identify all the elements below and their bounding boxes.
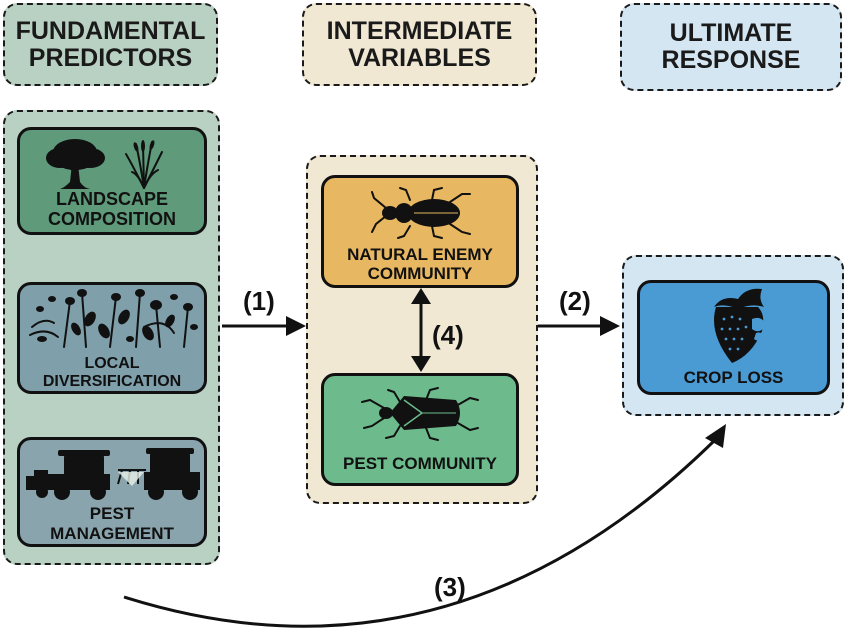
harvester-icon [26,450,110,500]
arrow-4-bidirectional [411,288,431,372]
pest-management-box: PEST MANAGEMENT [17,437,207,547]
header-ultimate-text: ULTIMATE RESPONSE [661,19,801,74]
ground-beetle-icon [371,187,471,239]
crop-loss-box: CROP LOSS [637,280,830,395]
header-intermediate-text: INTERMEDIATE VARIABLES [326,16,513,72]
arrow-1 [222,316,306,336]
landscape-composition-box: LANDSCAPE COMPOSITION [17,127,207,235]
header-ultimate-response: ULTIMATE RESPONSE [620,3,842,91]
header-fundamental-predictors: FUNDAMENTAL PREDICTORS [3,3,218,86]
tree-icon [46,139,105,189]
pest-community-box: PEST COMMUNITY [321,373,519,486]
arrow-2 [538,316,620,336]
pest-management-label: PEST MANAGEMENT [50,504,174,543]
natural-enemy-community-box: NATURAL ENEMY COMMUNITY [321,175,519,288]
arrow-2-label: (2) [559,286,591,316]
flowering-plants-icon [29,289,198,348]
header-fundamental-text: FUNDAMENTAL PREDICTORS [15,16,206,72]
header-intermediate-variables: INTERMEDIATE VARIABLES [302,3,537,86]
arrow-3-curved [123,424,726,628]
grass-icon [125,140,163,189]
pest-community-label: PEST COMMUNITY [343,454,497,473]
stink-bug-icon [361,387,479,441]
arrow-1-label: (1) [243,286,275,316]
crop-loss-label: CROP LOSS [683,368,784,387]
damaged-strawberry-icon [714,288,766,363]
local-diversification-label: LOCAL DIVERSIFICATION [42,355,182,390]
landscape-composition-label: LANDSCAPE COMPOSITION [47,189,176,229]
tractor-sprayer-icon [117,448,200,500]
natural-enemy-community-label: NATURAL ENEMY COMMUNITY [347,245,493,283]
arrow-4-label: (4) [432,320,464,350]
arrow-3-label: (3) [434,572,466,602]
local-diversification-box: LOCAL DIVERSIFICATION [17,282,207,394]
